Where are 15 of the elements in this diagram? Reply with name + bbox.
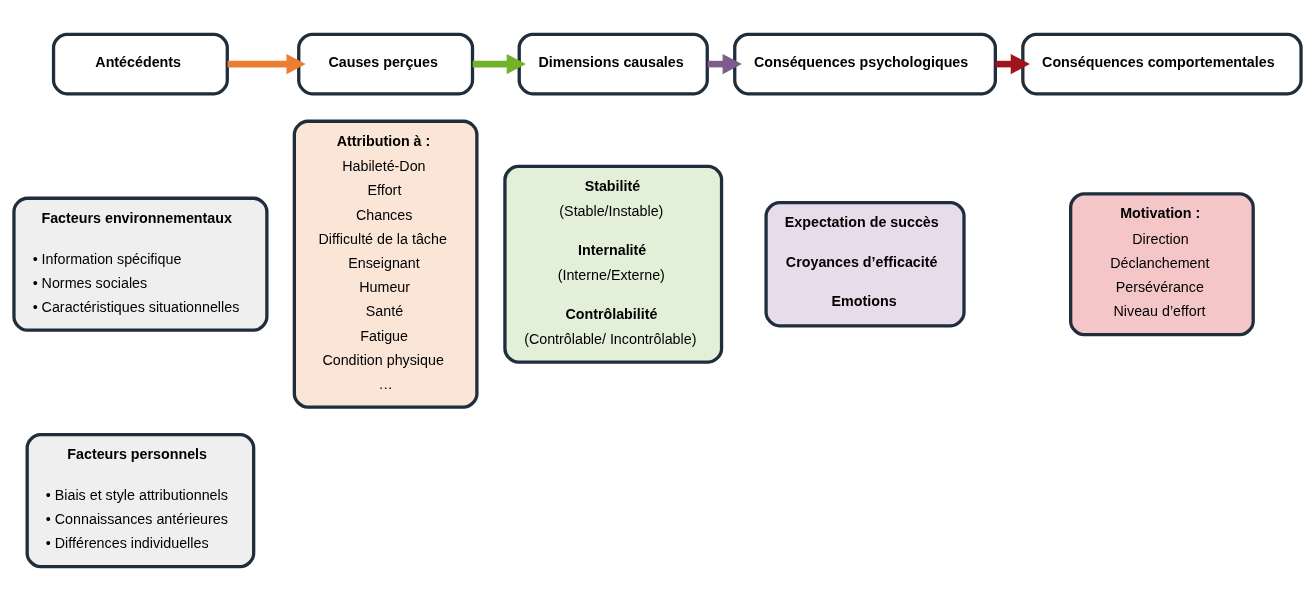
arrow: [472, 53, 526, 74]
node-box: Dimensions causales: [517, 32, 709, 95]
arrow: [227, 53, 306, 74]
arrow: [707, 53, 742, 74]
node-box: Expectation de succès Croyances d’efficacité Emotions: [763, 200, 966, 327]
node-box: Stabilité (Stable/Instable) Internalité (Interne/Externe) Contrôlabilité (Contrôlable/ Incontrôlable): [502, 164, 723, 364]
arrow: [995, 53, 1030, 74]
node-box: Motivation : Direction Déclanchement Persévérance Niveau d’effort: [1068, 191, 1255, 336]
node-box: Facteurs environnementaux • Information spécifique • Normes sociales • Caractéristiques situationnelles: [11, 196, 268, 332]
node-box: Conséquences comportementales: [1020, 32, 1303, 95]
node-box: Attribution à : Habileté-Don Effort Chances Difficulté de la tâche Enseignant Humeur Santé Fatigue Condition physique …: [292, 119, 479, 409]
node-box: Causes perçues: [296, 32, 474, 95]
node-box: Conséquences psychologiques: [732, 32, 997, 95]
node-box: Facteurs personnels • Biais et style attributionnels • Connaissances antérieures • Différences individuelles: [25, 432, 255, 568]
node-box: Antécédents: [51, 32, 229, 95]
